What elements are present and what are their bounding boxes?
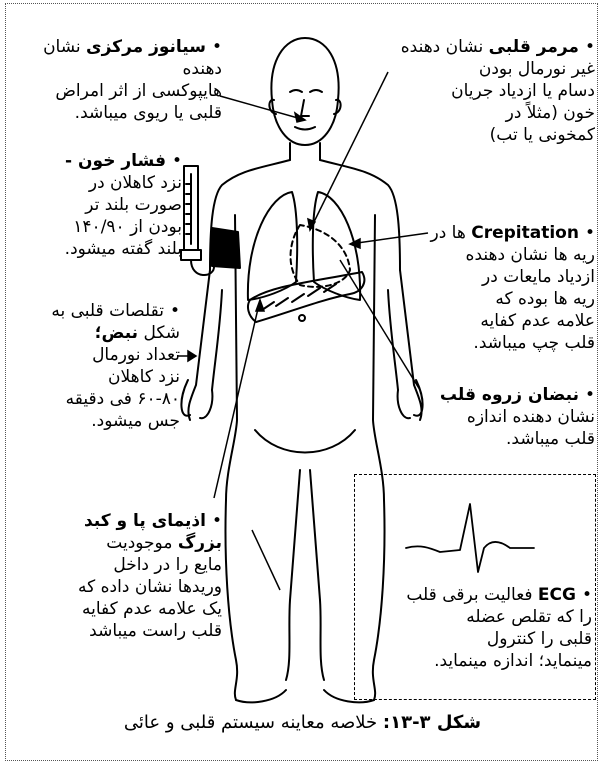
annotation-ecg: •ECG فعالیت برقی قلب را که تقلص عضله قلب… <box>362 584 592 672</box>
annotation-blood-pressure: •فشار خون - نزد کاهلان در صورت بلند تر ب… <box>30 150 182 260</box>
annotation-cyanosis: •سیانوز مرکزی نشان دهنده هایپوکسی از اثر… <box>12 36 222 124</box>
annotation-crepitation: •Crepitation ها در ریه ها نشان دهنده ازد… <box>420 222 595 354</box>
annotation-murmur: •مرمر قلبی نشان دهنده غیر نورمال بودن دس… <box>390 36 595 146</box>
figure-caption: شکل ۳-۱۳: خلاصه معاینه سیستم قلبی و عائی <box>0 712 605 733</box>
annotation-pulse: •تقلصات قلبی به شکل نبض؛ تعداد نورمال نز… <box>10 300 180 432</box>
bullet-icon: • <box>172 151 182 171</box>
bullet-icon: • <box>582 585 592 605</box>
caption-label: شکل ۳-۱۳: <box>383 712 481 733</box>
bullet-icon: • <box>585 385 595 405</box>
bullet-icon: • <box>212 511 222 531</box>
heart-outline <box>291 225 350 287</box>
annotation-apex-beat: •نبضان زروه قلب نشان دهنده اندازه قلب می… <box>425 384 595 450</box>
bullet-icon: • <box>170 301 180 321</box>
caption-text: خلاصه معاینه سیستم قلبی و عائی <box>124 712 383 733</box>
annotation-edema: •اذیمای پا و کبد بزرگ موجودیت مایع را در… <box>12 510 222 642</box>
bullet-icon: • <box>585 37 595 57</box>
bullet-icon: • <box>212 37 222 57</box>
right-lung <box>248 192 297 300</box>
bullet-icon: • <box>585 223 595 243</box>
